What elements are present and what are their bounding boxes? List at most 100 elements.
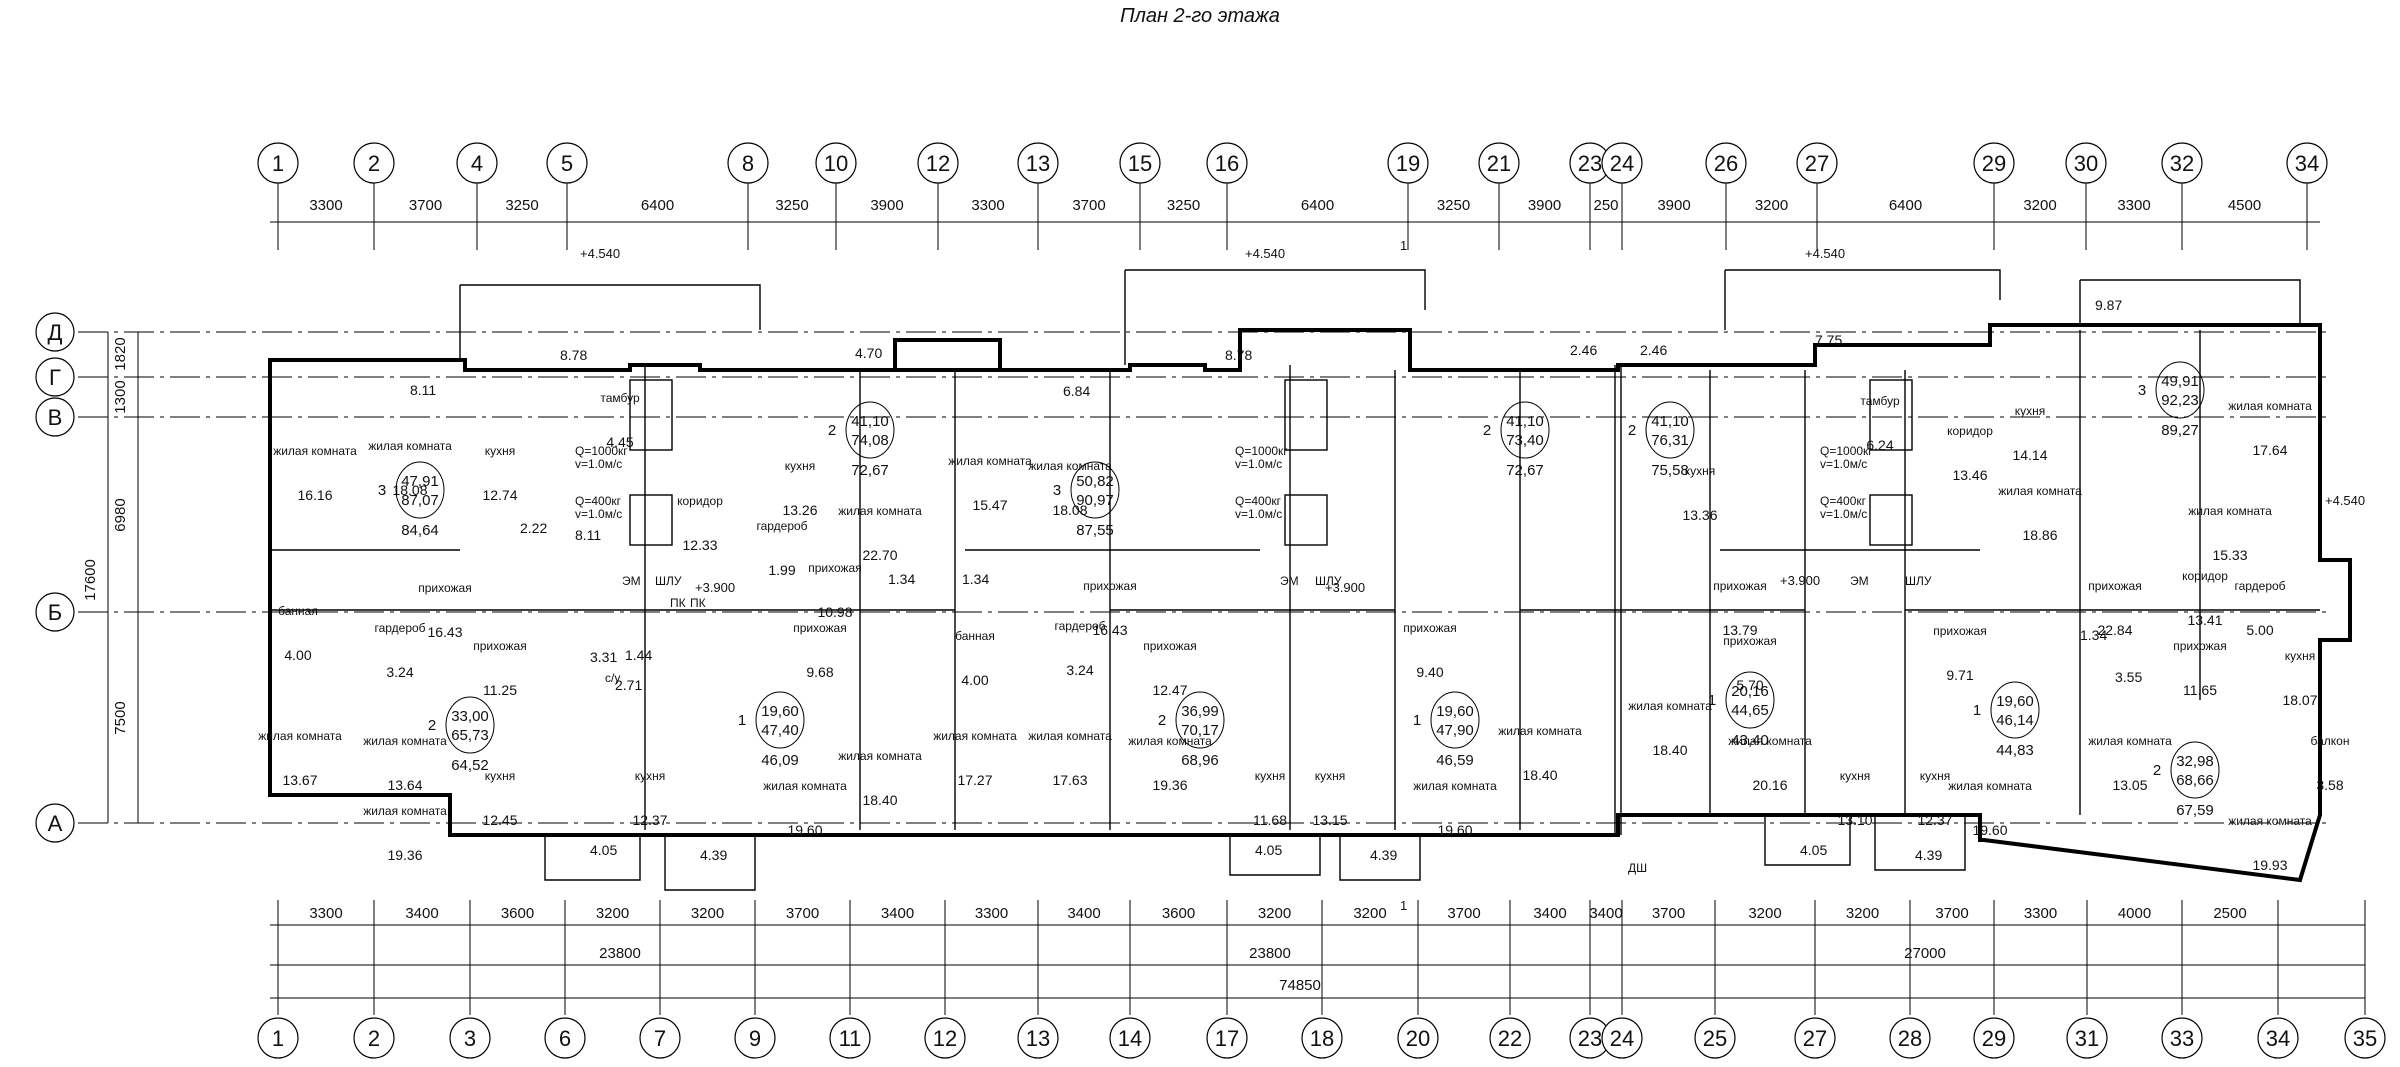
em-label: ЭМ: [622, 574, 641, 588]
room-name: кухня: [1685, 464, 1716, 478]
room-area: 14.14: [2012, 447, 2047, 463]
axis-label-bottom: 33: [2170, 1026, 2194, 1051]
top-dimension-label: 3700: [1072, 197, 1105, 214]
section-mark: 1: [1400, 898, 1407, 913]
axis-bubble: [2344, 1017, 2386, 1059]
apartment-total-area: 90,97: [1076, 492, 1114, 509]
axis-label-top: 21: [1487, 151, 1511, 176]
apartment-gross-area: 87,55: [1076, 522, 1114, 539]
axis-label-bottom: 34: [2266, 1026, 2290, 1051]
room-name: жилая комната: [1028, 459, 1112, 473]
room-name: тамбур: [600, 391, 640, 405]
room-area: 18.08: [1052, 502, 1087, 518]
balcony-area: 7.75: [1815, 332, 1842, 348]
misc-labels: ЭМ ШЛУ ЭМ ШЛУ ЭМ ШЛУ ПК ПК с/у ДШ 2.22 8…: [520, 520, 2142, 875]
apartment-total-area: 46,14: [1996, 712, 2034, 729]
top-dimension-label: 250: [1593, 197, 1618, 214]
room-area: 17.63: [1052, 772, 1087, 788]
axis-bubble: [734, 1017, 776, 1059]
level-mark: +4.540: [2325, 493, 2365, 508]
apartment-circle: [1175, 691, 1225, 749]
axis-label-bottom: 13: [1026, 1026, 1050, 1051]
axis-label-top: 16: [1215, 151, 1239, 176]
room-area: 13.41: [2187, 612, 2222, 628]
apartment-circle: [1990, 681, 2040, 739]
room-name: балкон: [2311, 734, 2350, 748]
bottom-dimension-label: 3400: [1589, 905, 1622, 922]
room-area: 12.33: [682, 537, 717, 553]
elevator-speed: v=1.0м/с: [1235, 507, 1282, 521]
top-dimension-label: 3300: [309, 197, 342, 214]
axis-label-bottom: 7: [654, 1026, 666, 1051]
bottom-dimension-label: 3400: [881, 905, 914, 922]
axis-bubble: [1489, 1017, 1531, 1059]
elevator-capacity: Q=400кг: [1235, 494, 1282, 508]
room-area: 3.24: [386, 664, 413, 680]
section-dim-3: 27000: [1904, 945, 1946, 962]
axis-label-bottom: 6: [559, 1026, 571, 1051]
room-name: жилая комната: [1498, 724, 1582, 738]
axis-bubble: [1973, 1017, 2015, 1059]
apartment-total-area: 68,66: [2176, 772, 2214, 789]
small-area: 2.71: [615, 677, 642, 693]
axis-label-top: 8: [742, 151, 754, 176]
apartment-living-area: 49,91: [2161, 373, 2199, 390]
axis-label-bottom: 9: [749, 1026, 761, 1051]
room-name: прихожая: [1083, 579, 1136, 593]
small-area: 8.11: [575, 527, 601, 543]
shlu-label: ШЛУ: [655, 574, 682, 588]
room-name: прихожая: [418, 581, 471, 595]
axis-label-top: 13: [1026, 151, 1050, 176]
apartment-circle: [1430, 691, 1480, 749]
top-dimension-label: 3900: [870, 197, 903, 214]
room-area: 13.64: [387, 777, 422, 793]
axis-label-bottom: 11: [839, 1026, 862, 1051]
elevator-capacity: Q=1000кг: [1235, 444, 1288, 458]
left-dimension-label: 1300: [112, 380, 129, 413]
axis-bubble: [449, 1017, 491, 1059]
axis-label-top: 23: [1578, 151, 1602, 176]
total-dimension: 74850: [1279, 977, 1321, 994]
left-dimension-label: 7500: [112, 701, 129, 734]
balcony-area: 2.46: [1640, 342, 1667, 358]
axis-label-bottom: 23: [1578, 1026, 1602, 1051]
axis-label-top: 2: [368, 151, 380, 176]
axis-bubble: [829, 1017, 871, 1059]
apartment-gross-area: 46,59: [1436, 752, 1474, 769]
apartment-gross-area: 75,58: [1651, 462, 1689, 479]
axis-label-top: 27: [1805, 151, 1829, 176]
room-area: 4.45: [606, 434, 633, 450]
top-dimension-label: 4500: [2228, 197, 2261, 214]
room-area: 19.60: [787, 822, 822, 838]
apartment-circle: [845, 401, 895, 459]
bottom-dimension-label: 3700: [1447, 905, 1480, 922]
axis-label-bottom: 2: [368, 1026, 380, 1051]
balcony-area: 4.05: [1800, 842, 1827, 858]
room-area: 3.24: [1066, 662, 1093, 678]
room-name: жилая комната: [1728, 734, 1812, 748]
room-name: жилая комната: [2188, 504, 2272, 518]
room-name: кухня: [635, 769, 666, 783]
room-area: 13.05: [2112, 777, 2147, 793]
axis-label-bottom: 18: [1310, 1026, 1334, 1051]
room-name: гардероб: [1054, 619, 1105, 633]
top-dimension-label: 3250: [1167, 197, 1200, 214]
axis-bubble: [1206, 1017, 1248, 1059]
apartment-circle: [1725, 671, 1775, 729]
axis-bubble: [2257, 1017, 2299, 1059]
room-name: гардероб: [2234, 579, 2285, 593]
level-mark: +3.900: [695, 580, 735, 595]
axis-label-bottom: 29: [1982, 1026, 2006, 1051]
bottom-dimension-label: 3300: [309, 905, 342, 922]
axis-label-top: 1: [272, 151, 284, 176]
top-dimension-label: 3250: [775, 197, 808, 214]
room-area: 16.43: [1092, 622, 1127, 638]
balcony-area: 4.05: [590, 842, 617, 858]
top-dimension-label: 3700: [409, 197, 442, 214]
elevator-capacity: Q=400кг: [575, 494, 622, 508]
room-name: кухня: [2285, 649, 2316, 663]
apartment-total-area: 47,90: [1436, 722, 1474, 739]
